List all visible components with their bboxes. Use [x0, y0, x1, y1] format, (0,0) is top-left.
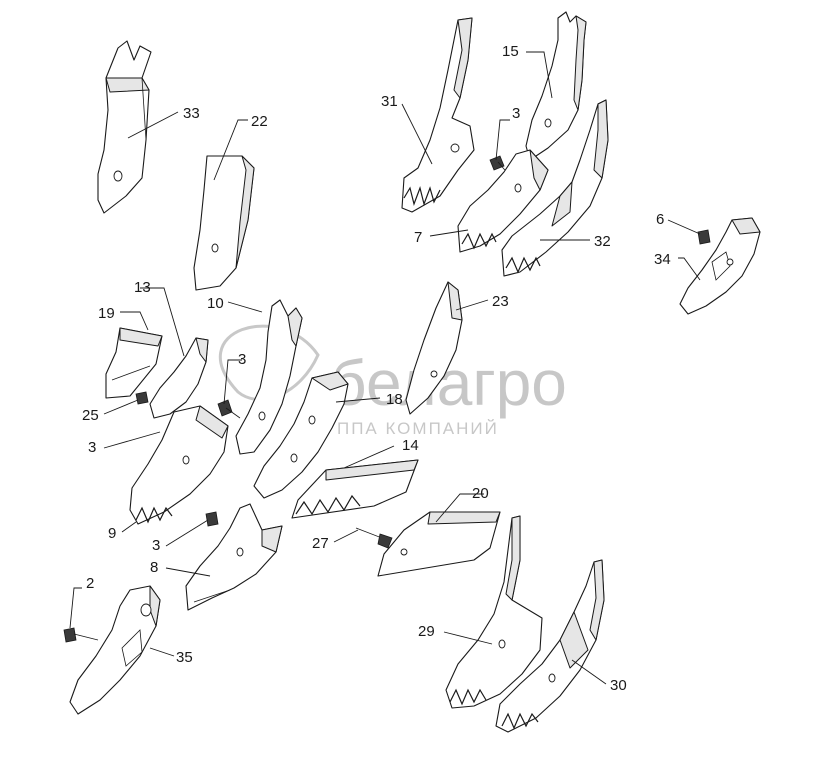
label-14: 14	[402, 437, 419, 454]
part-32	[501, 99, 609, 277]
part-22	[193, 155, 255, 291]
label-20: 20	[472, 485, 489, 502]
part-19	[105, 327, 163, 399]
label-33: 33	[183, 105, 200, 122]
label-29: 29	[418, 623, 435, 640]
label-23: 23	[492, 293, 509, 310]
label-3-top: 3	[512, 105, 520, 122]
part-27-bolt	[355, 527, 393, 549]
label-10: 10	[207, 295, 224, 312]
label-8: 8	[150, 559, 158, 576]
label-32: 32	[594, 233, 611, 250]
part-15	[525, 11, 587, 161]
label-3-mid: 3	[238, 351, 246, 368]
label-19: 19	[98, 305, 115, 322]
label-9: 9	[108, 525, 116, 542]
leader-lines	[69, 51, 701, 685]
part-2-bolt	[63, 627, 99, 643]
part-34	[679, 217, 761, 315]
part-7	[457, 149, 549, 253]
part-35	[69, 585, 161, 715]
part-6-bolt	[697, 229, 711, 245]
label-34: 34	[654, 251, 671, 268]
label-13: 13	[134, 279, 151, 296]
watermark-tagline: ГРУППА КОМПАНИЙ	[300, 419, 499, 438]
part-8	[185, 503, 283, 611]
label-15: 15	[502, 43, 519, 60]
part-3-bolt-lower	[205, 511, 219, 527]
part-14	[291, 459, 419, 519]
label-18: 18	[386, 391, 403, 408]
part-23	[405, 281, 463, 415]
label-31: 31	[381, 93, 398, 110]
label-6: 6	[656, 211, 664, 228]
part-labels: 33 22 31 15 3 7 32 6 34 23 19 13 10 3 18…	[82, 43, 671, 694]
label-30: 30	[610, 677, 627, 694]
part-30	[495, 559, 605, 733]
part-20	[377, 511, 501, 577]
part-29	[445, 515, 543, 709]
label-2: 2	[86, 575, 94, 592]
part-10	[235, 299, 303, 455]
label-27: 27	[312, 535, 329, 552]
label-35: 35	[176, 649, 193, 666]
part-9	[129, 405, 229, 525]
part-31	[401, 17, 475, 213]
label-3-low: 3	[152, 537, 160, 554]
part-18	[253, 371, 349, 499]
label-3-left: 3	[88, 439, 96, 456]
label-7: 7	[414, 229, 422, 246]
label-22: 22	[251, 113, 268, 130]
part-33	[97, 40, 152, 214]
label-25: 25	[82, 407, 99, 424]
part-3-bolt-mid	[217, 399, 241, 419]
part-25-nut	[135, 391, 149, 405]
part-13	[149, 337, 209, 419]
